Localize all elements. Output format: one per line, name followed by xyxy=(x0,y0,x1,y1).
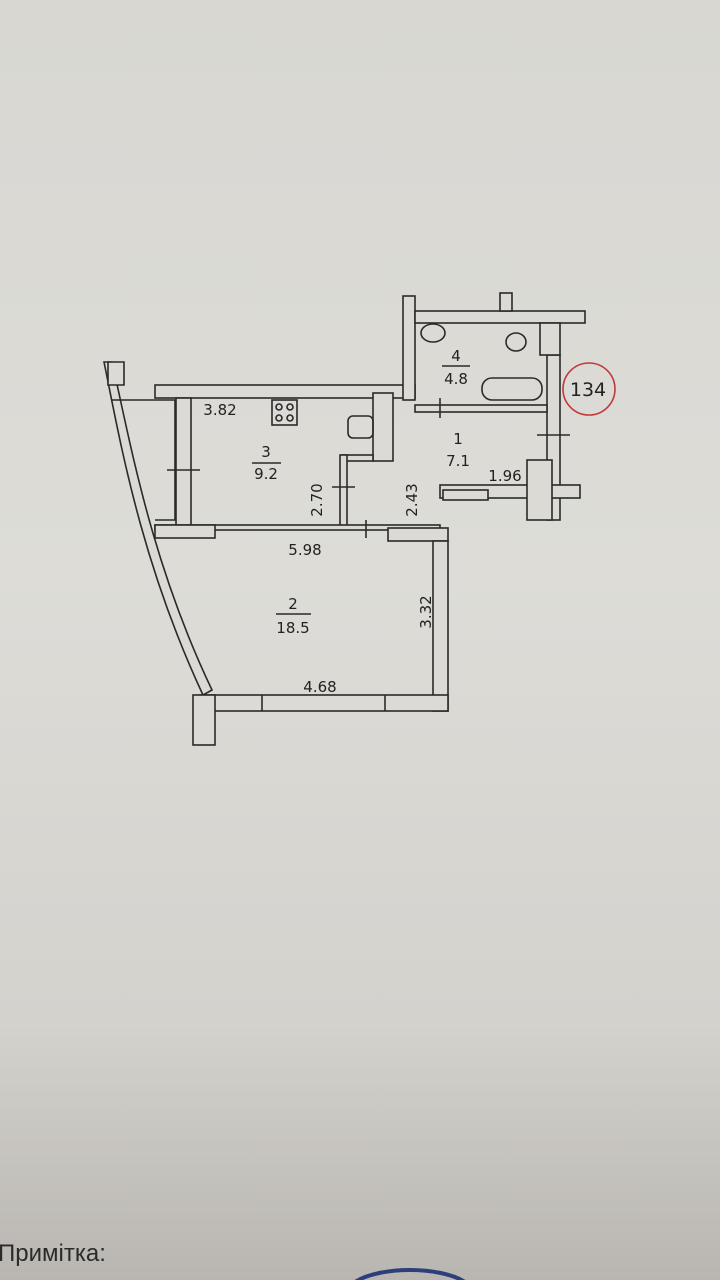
dim-kitchen-width: 3.82 xyxy=(203,401,236,419)
bathtub-icon xyxy=(481,377,543,401)
dim-kitchen-depth: 2.70 xyxy=(308,483,326,516)
toilet-icon xyxy=(505,332,527,352)
note-label: Примітка: xyxy=(0,1240,106,1267)
wall-bath-left xyxy=(402,295,416,401)
room-3-number: 3 xyxy=(261,443,271,461)
room-1-number: 1 xyxy=(453,430,463,448)
stamp-edge xyxy=(354,1268,466,1280)
apartment-number-circle xyxy=(562,362,616,416)
dim-room-top: 5.98 xyxy=(288,541,321,559)
washbasin-icon xyxy=(420,323,446,343)
apartment-number: 134 xyxy=(570,379,606,401)
sink-icon xyxy=(347,415,374,439)
wall-bath-hall xyxy=(414,404,548,413)
exterior-curved-wall xyxy=(103,361,214,697)
dim-room-depth: 3.32 xyxy=(417,595,435,628)
room-3-area: 9.2 xyxy=(254,465,278,483)
wall-kitchen-hall xyxy=(339,454,348,529)
room-4-number: 4 xyxy=(451,347,461,365)
balcony-wall xyxy=(107,361,125,386)
dim-hall-depth: 2.43 xyxy=(403,483,421,516)
wall-room-right xyxy=(432,540,449,712)
dim-hall-width: 1.96 xyxy=(488,467,521,485)
dim-room-bottom: 4.68 xyxy=(303,678,336,696)
room-2-number: 2 xyxy=(288,595,298,613)
wall-room-bottom xyxy=(199,694,449,712)
room-4-area: 4.8 xyxy=(444,370,468,388)
room-2-area: 18.5 xyxy=(276,619,309,637)
wall-bath-top xyxy=(414,310,586,324)
room-1-area: 7.1 xyxy=(446,452,470,470)
stove-icon xyxy=(271,399,298,426)
